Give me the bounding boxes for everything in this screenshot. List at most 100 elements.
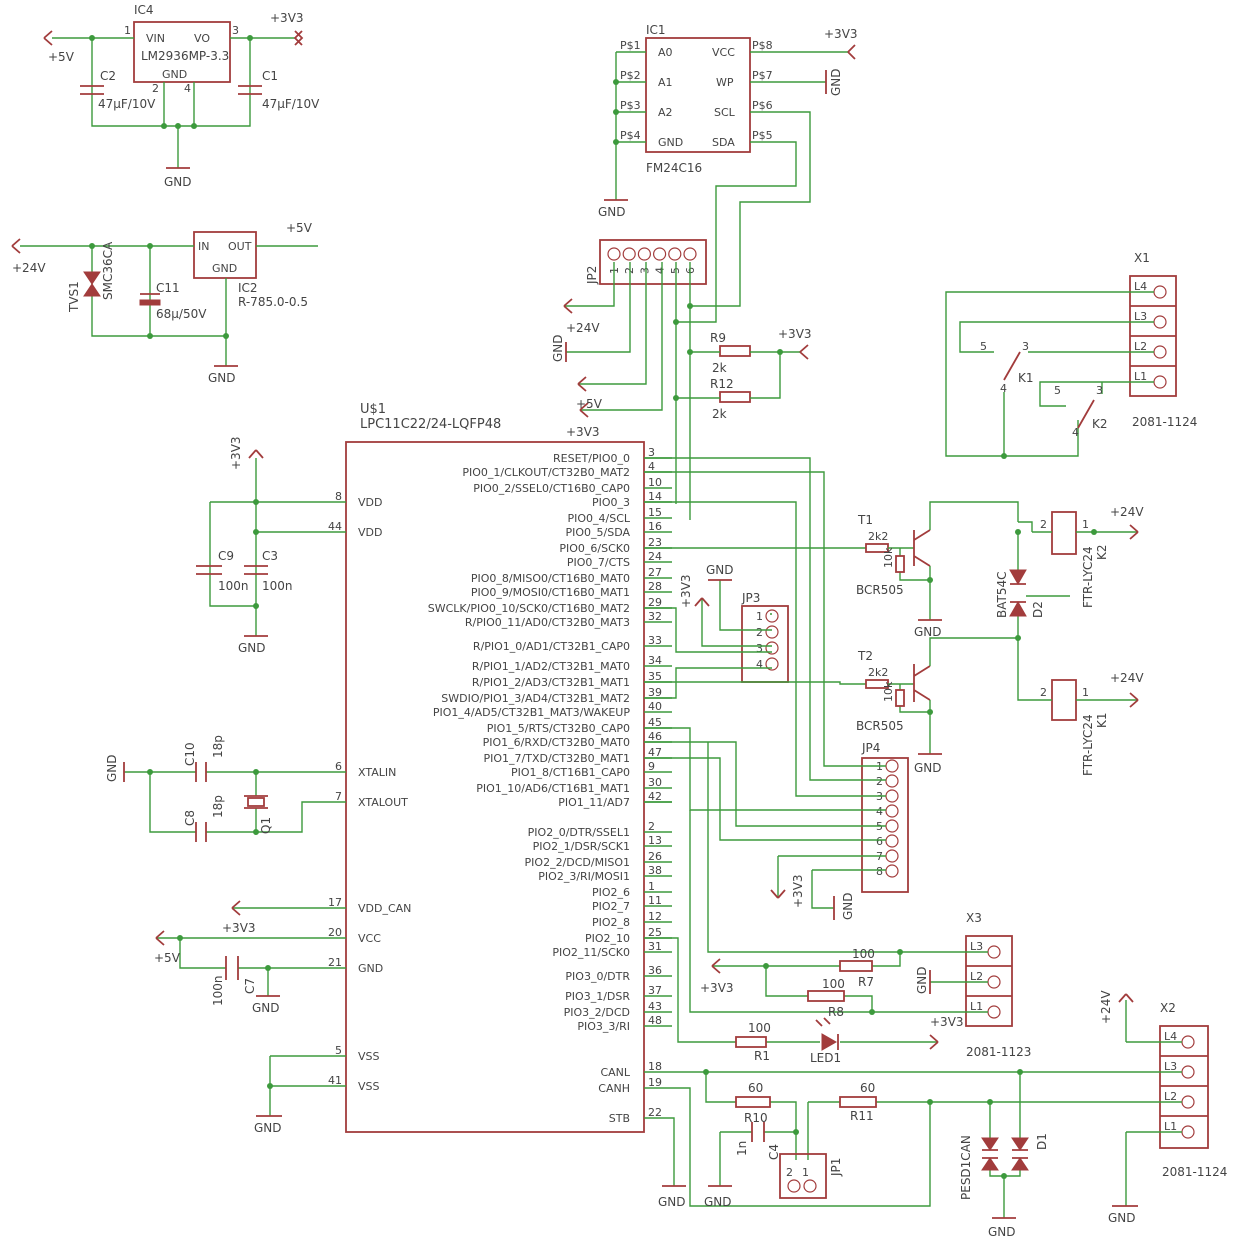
ic1-p5: P$5 — [752, 129, 773, 142]
c2-value: 47µF/10V — [98, 97, 156, 111]
d1-ref: D1 — [1035, 1133, 1049, 1150]
k2-c4: 4 — [1072, 426, 1079, 439]
jp3-pin-number: 2 — [756, 626, 763, 639]
u1-pin-number: 4 — [648, 460, 655, 473]
ic1-sda: SDA — [712, 136, 735, 149]
u1-can-pin-number: 22 — [648, 1106, 662, 1119]
t1-r2: 10k — [882, 547, 895, 568]
x3-value: 2081-1123 — [966, 1045, 1031, 1059]
u1-pin-name: R/PIO1_2/AD3/CT32B1_MAT1 — [472, 676, 630, 689]
u1-pin-number: 27 — [648, 566, 662, 579]
u1-pin-number: 43 — [648, 1000, 662, 1013]
u1-left-pin-number: 6 — [335, 760, 342, 773]
crystal-block: GND C10 18p C8 18p Q1 — [105, 735, 346, 842]
k2-value: FTR-LYC24 — [1081, 546, 1095, 608]
ic4-3v3-label: +3V3 — [270, 11, 304, 25]
c11-value: 68µ/50V — [156, 307, 207, 321]
ic4-pin1: 1 — [124, 24, 131, 37]
xtal-gnd: GND — [105, 754, 119, 782]
c1-value: 47µF/10V — [262, 97, 320, 111]
k1-contact-ref: K1 — [1018, 371, 1034, 385]
u1-ref: U$1 — [360, 402, 386, 417]
r12-ref: R12 — [710, 377, 734, 391]
jp3-3v3: +3V3 — [679, 574, 693, 608]
jp4-pin-number: 4 — [876, 805, 883, 818]
u1-can-pin-name: CANH — [598, 1082, 630, 1095]
jp2-5v: +5V — [576, 397, 603, 411]
ic2-24v-label: +24V — [12, 261, 46, 275]
u1-pin-name: PIO3_2/DCD — [564, 1006, 630, 1019]
jp1-body — [779, 1153, 827, 1199]
jp4-pin-number: 2 — [876, 775, 883, 788]
pullup-3v3: +3V3 — [778, 327, 812, 341]
jp4-ref: JP4 — [861, 741, 880, 755]
jp3-pin-number: 4 — [756, 658, 763, 671]
x3-l1: L1 — [970, 1000, 983, 1013]
x3-block: X3 2081-1123 L3 L2 L1 +3V3 GND 100 R7 10… — [644, 742, 1031, 1065]
jp1-pin2: 2 — [786, 1166, 793, 1179]
u1-pin-number: 48 — [648, 1014, 662, 1027]
t2-ref: T2 — [857, 649, 873, 663]
ic4-ref: IC4 — [134, 3, 154, 17]
ic1-a0: A0 — [658, 46, 673, 59]
x2-l3: L3 — [1164, 1060, 1177, 1073]
jp1-pin1: 1 — [802, 1166, 809, 1179]
jp3-pin — [765, 641, 779, 655]
t2-value: BCR505 — [856, 719, 904, 733]
jp2-pin-number: 4 — [654, 267, 667, 274]
ic1-body — [645, 37, 751, 153]
c2-ref: C2 — [100, 69, 116, 83]
ic1-a1: A1 — [658, 76, 673, 89]
ic4-pin4: 4 — [184, 82, 191, 95]
c3-value: 100n — [262, 579, 293, 593]
ic4-pin3: 3 — [232, 24, 239, 37]
jp3-pin-number: 3 — [756, 642, 763, 655]
r9-value: 2k — [712, 361, 727, 375]
q1-ref: Q1 — [259, 817, 273, 834]
r10-value: 60 — [748, 1081, 763, 1095]
u1-pin-number: 37 — [648, 984, 662, 997]
jp4-pin — [885, 759, 899, 773]
u1-left-pin-name: VDD_CAN — [358, 902, 411, 915]
jp3-body — [741, 605, 789, 683]
ic1-3v3-label: +3V3 — [824, 27, 858, 41]
u1-pin-name: PIO1_5/RTS/CT32B0_CAP0 — [487, 722, 630, 735]
k1-c5: 5 — [980, 340, 987, 353]
u1-pin-number: 24 — [648, 550, 662, 563]
jp4-3v3: +3V3 — [791, 874, 805, 908]
ic4-body — [133, 21, 231, 83]
u1-pin-number: 31 — [648, 940, 662, 953]
k2-pin2: 2 — [1040, 518, 1047, 531]
r9-ref: R9 — [710, 331, 726, 345]
c4-value: 1n — [735, 1141, 749, 1156]
u1-pin-number: 14 — [648, 490, 662, 503]
u1-pin-name: PIO2_7 — [592, 900, 630, 913]
jp3-gnd: GND — [706, 563, 734, 577]
u1-left-pin-number: 7 — [335, 790, 342, 803]
r11-ref: R11 — [850, 1109, 874, 1123]
ic4-block: IC4 VIN VO GND LM2936MP-3.3 1 3 2 4 +5V … — [43, 3, 320, 189]
jp2-body — [599, 239, 707, 285]
u1-pin-name: PIO0_5/SDA — [565, 526, 630, 539]
can-5v: +5V — [154, 951, 181, 965]
ic1-wp: WP — [716, 76, 734, 89]
u1-can-pin-name: STB — [609, 1112, 630, 1125]
jp4-pin — [885, 789, 899, 803]
c7-ref: C7 — [243, 978, 257, 994]
u1-pin-name: PIO2_11/SCK0 — [552, 946, 630, 959]
u1-pin-number: 12 — [648, 910, 662, 923]
u1-pin-name: R/PIO1_0/AD1/CT32B1_CAP0 — [473, 640, 630, 653]
jp3-ref: JP3 — [741, 591, 760, 605]
u1-body — [345, 441, 645, 1133]
u1-pin-name: PIO2_6 — [592, 886, 630, 899]
u1-can-pin-name: CANL — [600, 1066, 630, 1079]
u1-pin-number: 11 — [648, 894, 662, 907]
pesd-ref: PESD1CAN — [959, 1135, 973, 1200]
u1-pin-name: PIO2_8 — [592, 916, 630, 929]
u1-left-pin-name: VSS — [358, 1050, 380, 1063]
u1-can-pin-number: 18 — [648, 1060, 662, 1073]
r1-value: 100 — [748, 1021, 771, 1035]
jp3-pin — [765, 609, 779, 623]
x3-3v3b: +3V3 — [930, 1015, 964, 1029]
